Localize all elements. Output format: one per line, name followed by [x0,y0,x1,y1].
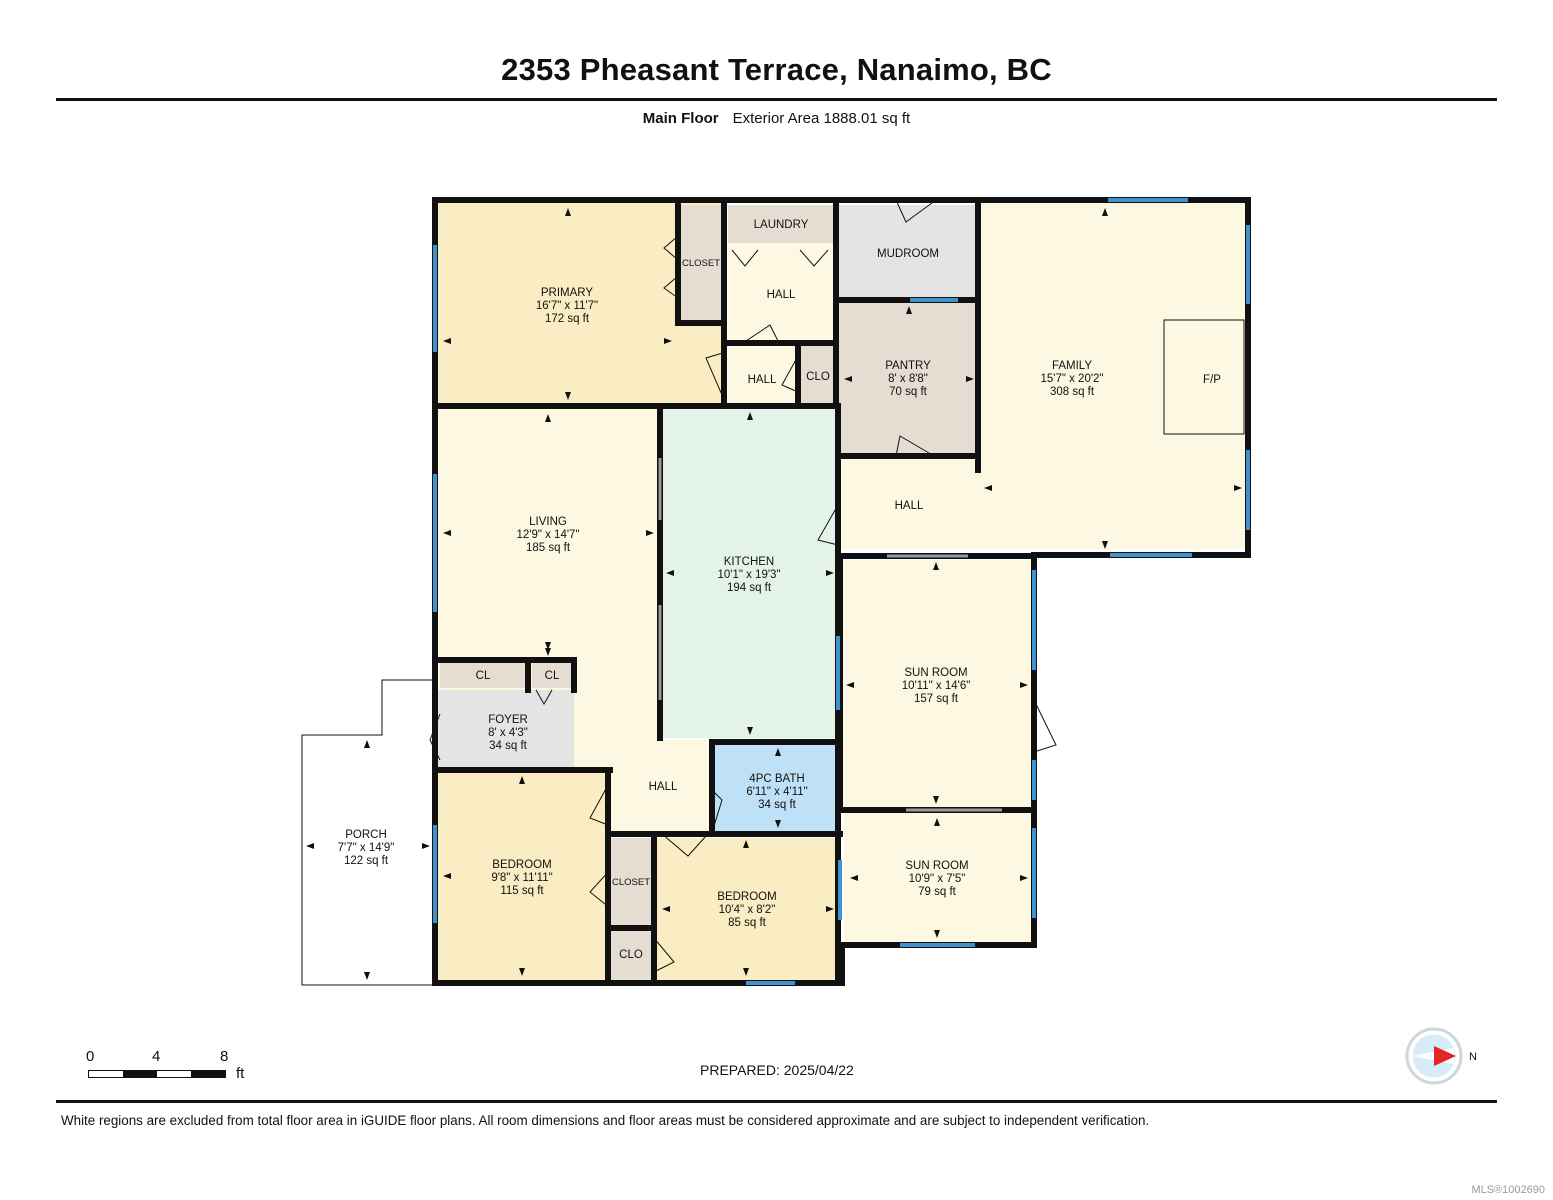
kitchen-dims: 10'1" x 19'3" [717,569,780,581]
kitchen-area: 194 sq ft [727,582,772,594]
scale-bar-graphic [88,1070,226,1078]
disclaimer: White regions are excluded from total fl… [61,1113,1150,1128]
bedroom1-dims: 9'8" x 11'11" [491,872,552,884]
floor-area: Exterior Area 1888.01 sq ft [732,110,911,127]
hall3-name: HALL [895,500,924,512]
family-dims: 15'7" x 20'2" [1040,373,1103,385]
pantry-fill [838,302,977,454]
cl1-name: CL [476,670,491,682]
footer-divider [56,1100,1497,1103]
sunroom2-fill [844,812,1034,944]
windows [433,198,1250,985]
plan-title: 2353 Pheasant Terrace, Nanaimo, BC [501,52,1052,87]
living-name: LIVING [529,516,567,528]
primary-name: PRIMARY [541,287,594,299]
hall2-fill [728,345,798,407]
sunroom1-name: SUN ROOM [904,667,967,679]
bedroom2-area: 85 sq ft [728,917,767,929]
bath-fill [714,742,838,832]
cl1-fill [440,662,526,688]
clo2-name: CLO [619,949,643,961]
kitchen-fill [662,408,838,738]
family-fill [980,203,1248,549]
mls-number: MLS®1002690 [1471,1184,1545,1196]
hall3-fill [840,458,980,549]
compass-label: N [1469,1051,1477,1063]
bedroom1-name: BEDROOM [492,859,551,871]
room-fills [436,203,1248,980]
floor-name: Main Floor [642,110,719,127]
laundry-name: LAUNDRY [754,219,809,231]
sunroom1-area: 157 sq ft [914,693,959,705]
clo1-fill [800,345,836,405]
bath-name: 4PC BATH [749,773,804,785]
porch-outline [301,679,432,986]
closet1-name: CLOSET [682,258,720,269]
primary-area: 172 sq ft [545,313,590,325]
clo1-name: CLO [806,371,830,383]
scale-tick-4: 4 [152,1048,161,1065]
sunroom2-dims: 10'9" x 7'5" [909,873,966,885]
scale-tick-0: 0 [86,1048,95,1065]
foyer-area: 34 sq ft [489,740,528,752]
hall1-fill [728,243,834,341]
primary-dims: 16'7" x 11'7" [536,300,598,312]
scale-unit: ft [236,1065,245,1082]
pantry-dims: 8' x 8'8" [888,373,928,385]
clo2-fill [610,930,652,980]
hall1-name: HALL [767,289,796,301]
dimension-arrows [306,208,1242,980]
bedroom2-fill [656,838,840,980]
family-area: 308 sq ft [1050,386,1095,398]
prepared-date: PREPARED: 2025/04/22 [700,1062,854,1078]
floor-subtitle: Main Floor Exterior Area 1888.01 sq ft [0,110,1553,127]
bath-dims: 6'11" x 4'11" [746,786,807,798]
closet2-fill [610,838,652,926]
sunroom2-area: 79 sq ft [918,886,957,898]
bedroom1-area: 115 sq ft [500,885,544,897]
bedroom2-dims: 10'4" x 8'2" [719,904,776,916]
scale-tick-8: 8 [220,1048,229,1065]
porch-name: PORCH [345,829,387,841]
scale-bar: 0 4 8 ft [80,1045,260,1085]
title-divider [56,98,1497,101]
pantry-area: 70 sq ft [889,386,928,398]
cl2-fill [532,662,572,688]
living-area: 185 sq ft [526,542,571,554]
fireplace [1163,319,1245,435]
compass-icon: N [1405,1027,1477,1085]
bedroom1-fill [438,772,608,980]
porch-area: 122 sq ft [344,855,389,867]
family-name: FAMILY [1052,360,1092,372]
sunroom1-fill [842,560,1034,808]
closet2-name: CLOSET [612,877,650,888]
door-swings [429,199,1057,973]
sunroom1-dims: 10'11" x 14'6" [902,680,971,692]
hall4b-fill [576,690,660,742]
kitchen-name: KITCHEN [724,556,774,568]
sliding-doors [658,458,1002,812]
foyer-name: FOYER [488,714,528,726]
foyer-fill [438,690,574,768]
foyer-dims: 8' x 4'3" [488,727,528,739]
cl2-name: CL [545,670,560,682]
room-labels: PRIMARY 16'7" x 11'7" 172 sq ft CLOSET L… [338,219,1222,961]
laundry-fill [728,205,834,243]
bath-area: 34 sq ft [758,799,797,811]
pantry-name: PANTRY [885,360,931,372]
mudroom-name: MUDROOM [877,248,939,260]
closet1-fill [680,205,722,322]
hall4-name: HALL [649,781,678,793]
hall2-name: HALL [748,374,777,386]
bedroom2-name: BEDROOM [717,891,776,903]
sunroom2-name: SUN ROOM [905,860,968,872]
fireplace-label: F/P [1203,374,1221,386]
living-dims: 12'9" x 14'7" [516,529,579,541]
porch-dims: 7'7" x 14'9" [338,842,395,854]
